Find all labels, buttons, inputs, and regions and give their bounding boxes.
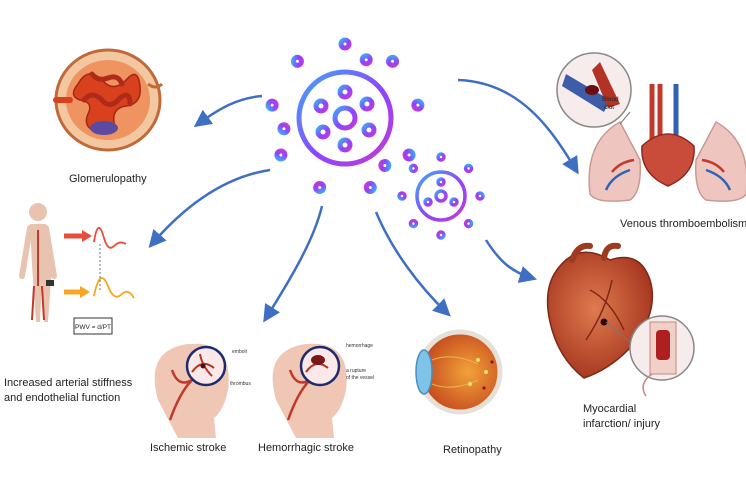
hemorrhagic-head-illustration: hemorrhage a rupture of the vessel <box>272 343 374 438</box>
glomerulopathy-label: Glomerulopathy <box>69 173 147 185</box>
arrow-to-venous <box>457 78 579 175</box>
blood-clot-label-line2: clot <box>604 104 614 111</box>
virus-icon-small <box>397 152 485 240</box>
blood-clot-label-line1: Blood <box>602 96 619 103</box>
arrow-to-glomerulopathy <box>193 94 263 128</box>
arrow-to-retinopathy <box>374 211 451 317</box>
lungs-illustration <box>588 84 746 202</box>
arrow-to-myocardial <box>484 239 538 283</box>
arterial-stiffness-label-line1: Increased arterial stiffness <box>4 377 133 389</box>
glomerulus-illustration <box>53 48 164 152</box>
ischemic-stroke-label: Ischemic stroke <box>150 442 227 454</box>
blood-clot-inset <box>556 52 632 128</box>
rupture-label-line2: of the vessel <box>346 375 374 381</box>
hemorrhage-label: hemorrhage <box>346 343 373 349</box>
rupture-label-line1: a rupture <box>346 368 366 374</box>
heart-illustration <box>546 242 654 379</box>
thrombus-label: thrombus <box>230 381 251 387</box>
arterial-stiffness-label-line2: and endothelial function <box>4 392 121 404</box>
emboli-label: emboli <box>232 349 247 355</box>
artery-inset <box>629 315 695 397</box>
arrow-to-ischemic <box>263 205 324 323</box>
hemorrhagic-stroke-label: Hemorrhagic stroke <box>258 442 354 454</box>
eye-illustration <box>415 329 503 415</box>
ischemic-head-illustration: emboli thrombus <box>154 343 251 438</box>
myocardial-label-line1: Myocardial <box>583 403 637 415</box>
virus-icon-large <box>265 37 425 195</box>
arrow-to-arterial <box>148 168 271 248</box>
retinopathy-label: Retinopathy <box>443 444 502 456</box>
human-arterial-illustration: PWV = d/PT <box>19 203 135 335</box>
myocardial-label-line2: infarction/ injury <box>583 418 661 430</box>
venous-thromboembolism-label: Venous thromboembolism <box>620 218 746 230</box>
pwv-formula-label: PWV = d/PT <box>75 324 111 331</box>
